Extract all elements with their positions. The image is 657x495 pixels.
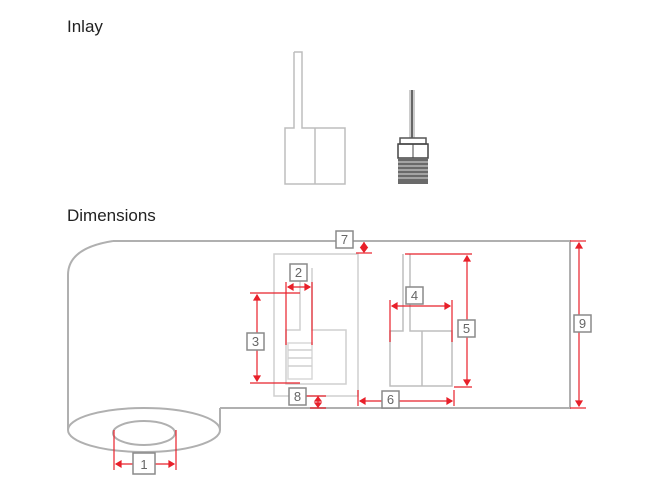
dimension-label-9: 9	[573, 314, 592, 333]
svg-text:7: 7	[341, 232, 348, 247]
svg-text:6: 6	[387, 392, 394, 407]
dimension-label-4: 4	[405, 286, 424, 305]
dimension-label-3: 3	[246, 332, 265, 351]
svg-text:8: 8	[294, 389, 301, 404]
svg-text:1: 1	[140, 457, 147, 472]
svg-text:4: 4	[411, 288, 418, 303]
inlay-chip-antenna	[397, 90, 429, 184]
svg-text:3: 3	[252, 334, 259, 349]
dimension-label-2: 2	[289, 263, 308, 282]
svg-text:2: 2	[295, 265, 302, 280]
svg-text:9: 9	[579, 316, 586, 331]
label-roll	[67, 240, 571, 453]
roll-antenna-right	[389, 254, 453, 387]
svg-text:5: 5	[463, 321, 470, 336]
dimension-label-6: 6	[381, 390, 400, 409]
dimension-label-5: 5	[457, 319, 476, 338]
dimension-label-8: 8	[288, 387, 307, 406]
dimension-label-1: 1	[132, 452, 156, 475]
inlay-outline-antenna	[284, 51, 346, 185]
dimension-label-7: 7	[335, 230, 354, 249]
inlay-section-title: Inlay	[67, 17, 103, 36]
dimensions-section-title: Dimensions	[67, 206, 156, 225]
